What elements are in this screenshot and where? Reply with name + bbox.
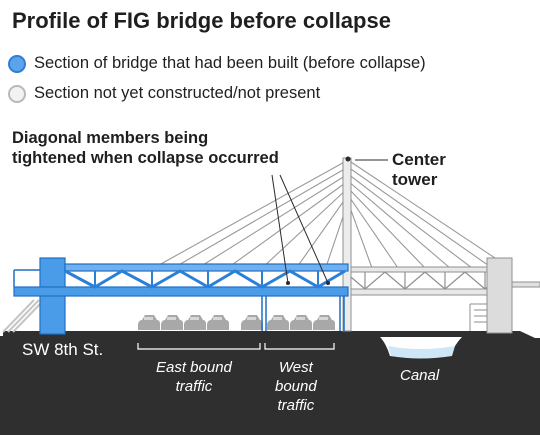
- canal-label: Canal: [400, 367, 440, 384]
- legend-label-not-built: Section not yet constructed/not present: [34, 84, 321, 102]
- built-span: [13, 257, 349, 335]
- eastbound-label: East bound traffic: [156, 358, 232, 396]
- center-tower-annotation: Center tower: [392, 150, 446, 190]
- diagonal-members-line1: Diagonal members being: [12, 129, 209, 147]
- legend-label-built: Section of bridge that had been built (b…: [34, 54, 426, 72]
- legend-item-not-built: Section not yet constructed/not present: [8, 84, 320, 103]
- unbuilt-section: [2, 157, 540, 334]
- westbound-line3: traffic: [277, 397, 315, 414]
- street-label: SW 8th St.: [22, 340, 104, 359]
- diagonal-members-line2: tightened when collapse occurred: [12, 149, 279, 167]
- westbound-label: West bound traffic: [275, 358, 317, 415]
- legend-item-built: Section of bridge that had been built (b…: [8, 54, 426, 73]
- westbound-line2: bound: [275, 378, 317, 395]
- eastbound-line1: East bound: [156, 359, 232, 376]
- page-title: Profile of FIG bridge before collapse: [12, 8, 391, 33]
- center-tower-line1: Center: [392, 150, 446, 169]
- not-built-swatch: [8, 84, 26, 103]
- diagonal-members-annotation: Diagonal members being tightened when co…: [12, 128, 279, 168]
- westbound-cars: [267, 315, 335, 330]
- eastbound-cars: [138, 315, 263, 330]
- eastbound-line2: traffic: [175, 378, 213, 395]
- built-swatch: [8, 54, 26, 73]
- center-tower-line2: tower: [392, 170, 438, 189]
- westbound-line1: West: [278, 359, 313, 376]
